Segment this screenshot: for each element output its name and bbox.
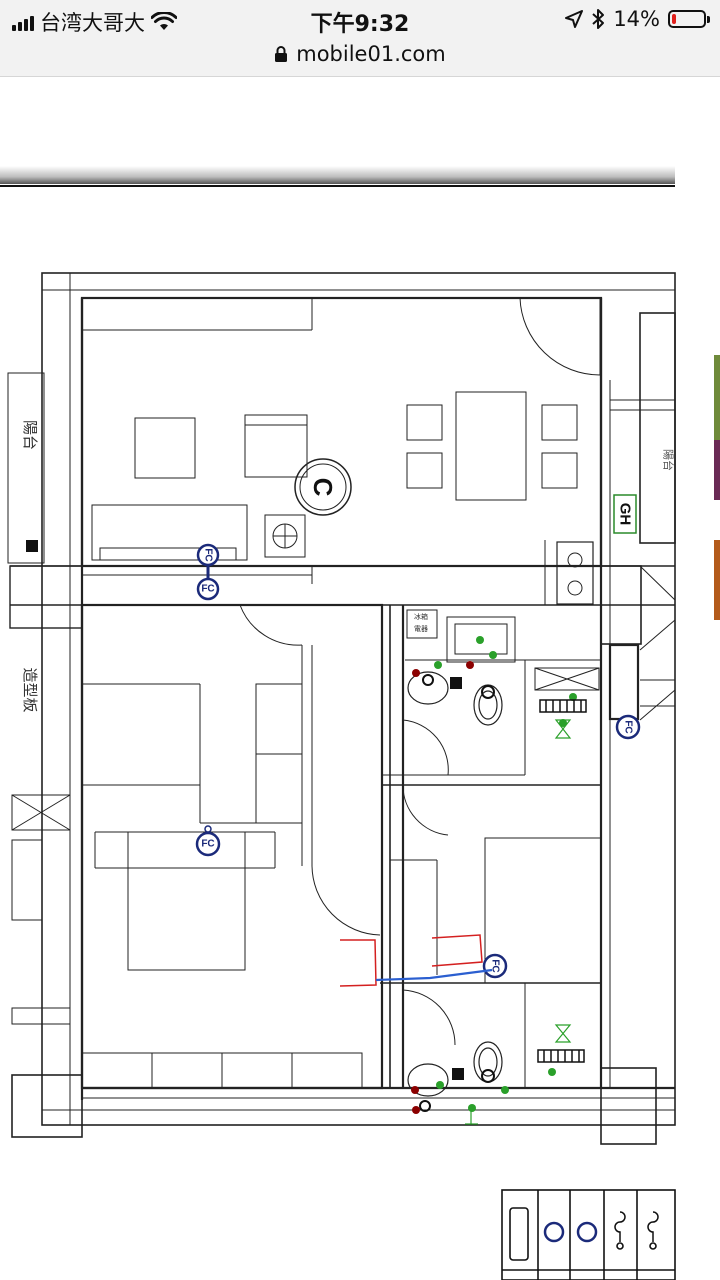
page-edge-strip	[714, 540, 720, 620]
ceiling-unit-symbol	[294, 458, 352, 516]
battery-percent: 14%	[613, 7, 660, 31]
carrier-name: 台湾大哥大	[40, 11, 145, 35]
pipe-markers	[411, 636, 577, 1114]
battery-level	[672, 14, 677, 24]
floor-drain	[264, 514, 306, 558]
status-left: 台湾大哥大	[12, 7, 177, 37]
side-table	[134, 417, 196, 479]
fan-coil-label: FC	[203, 548, 214, 561]
drawing-frame-shade	[0, 166, 675, 184]
valve-icon	[465, 719, 572, 1125]
fan-coil-symbol	[195, 543, 641, 979]
battery-icon	[668, 10, 710, 28]
planter-label: 造型板	[21, 667, 39, 712]
hand-drawn-pipe-line	[375, 968, 493, 982]
living-room	[80, 296, 603, 568]
bed	[127, 831, 246, 971]
legend-table	[501, 1189, 676, 1280]
stove	[556, 541, 594, 605]
water-heater	[537, 699, 587, 1063]
switch-box	[452, 1068, 464, 1080]
right-room-label: 陽台	[662, 449, 676, 471]
page-edge-strip	[714, 440, 720, 500]
switch-box	[26, 540, 38, 552]
url-text: mobile01.com	[296, 42, 446, 66]
signal-strength-icon	[12, 13, 34, 31]
floor-plan-drawing: C GH 陽台 造型板 陽台 冰箱 電器 FC FC FC FC	[0, 166, 720, 1280]
gas-heater-label: GH	[617, 503, 634, 526]
fan-coil-label: FC	[490, 959, 501, 972]
fan-coil-label: FC	[201, 839, 214, 850]
fan-coil-label: FC	[623, 720, 634, 733]
sofa	[91, 504, 248, 561]
bedroom	[80, 603, 384, 1090]
page-edge-strip	[714, 355, 720, 440]
outer-wall	[41, 272, 676, 1126]
bluetooth-icon	[592, 9, 605, 29]
wifi-icon	[151, 12, 177, 30]
switch-box	[450, 677, 462, 689]
status-right: 14%	[565, 7, 710, 31]
lock-icon	[275, 46, 288, 62]
counter-label: 電器	[414, 625, 428, 633]
ceiling-unit-label: C	[308, 478, 338, 497]
page-content[interactable]: C GH 陽台 造型板 陽台 冰箱 電器 FC FC FC FC	[0, 77, 720, 1280]
status-bar: 台湾大哥大 下午9:32 14%	[0, 0, 720, 40]
armchair	[244, 414, 308, 478]
gas-heater-symbol	[613, 494, 637, 534]
balcony-label: 陽台	[21, 420, 39, 450]
sink	[407, 671, 449, 1097]
fan-coil-label: FC	[201, 584, 214, 595]
location-arrow-icon	[565, 10, 584, 28]
counter-label: 冰箱	[414, 612, 428, 621]
dining-table	[455, 391, 527, 501]
address-bar[interactable]: mobile01.com	[0, 40, 720, 77]
hand-drawn-markup	[339, 934, 483, 987]
toilet	[473, 684, 503, 1083]
